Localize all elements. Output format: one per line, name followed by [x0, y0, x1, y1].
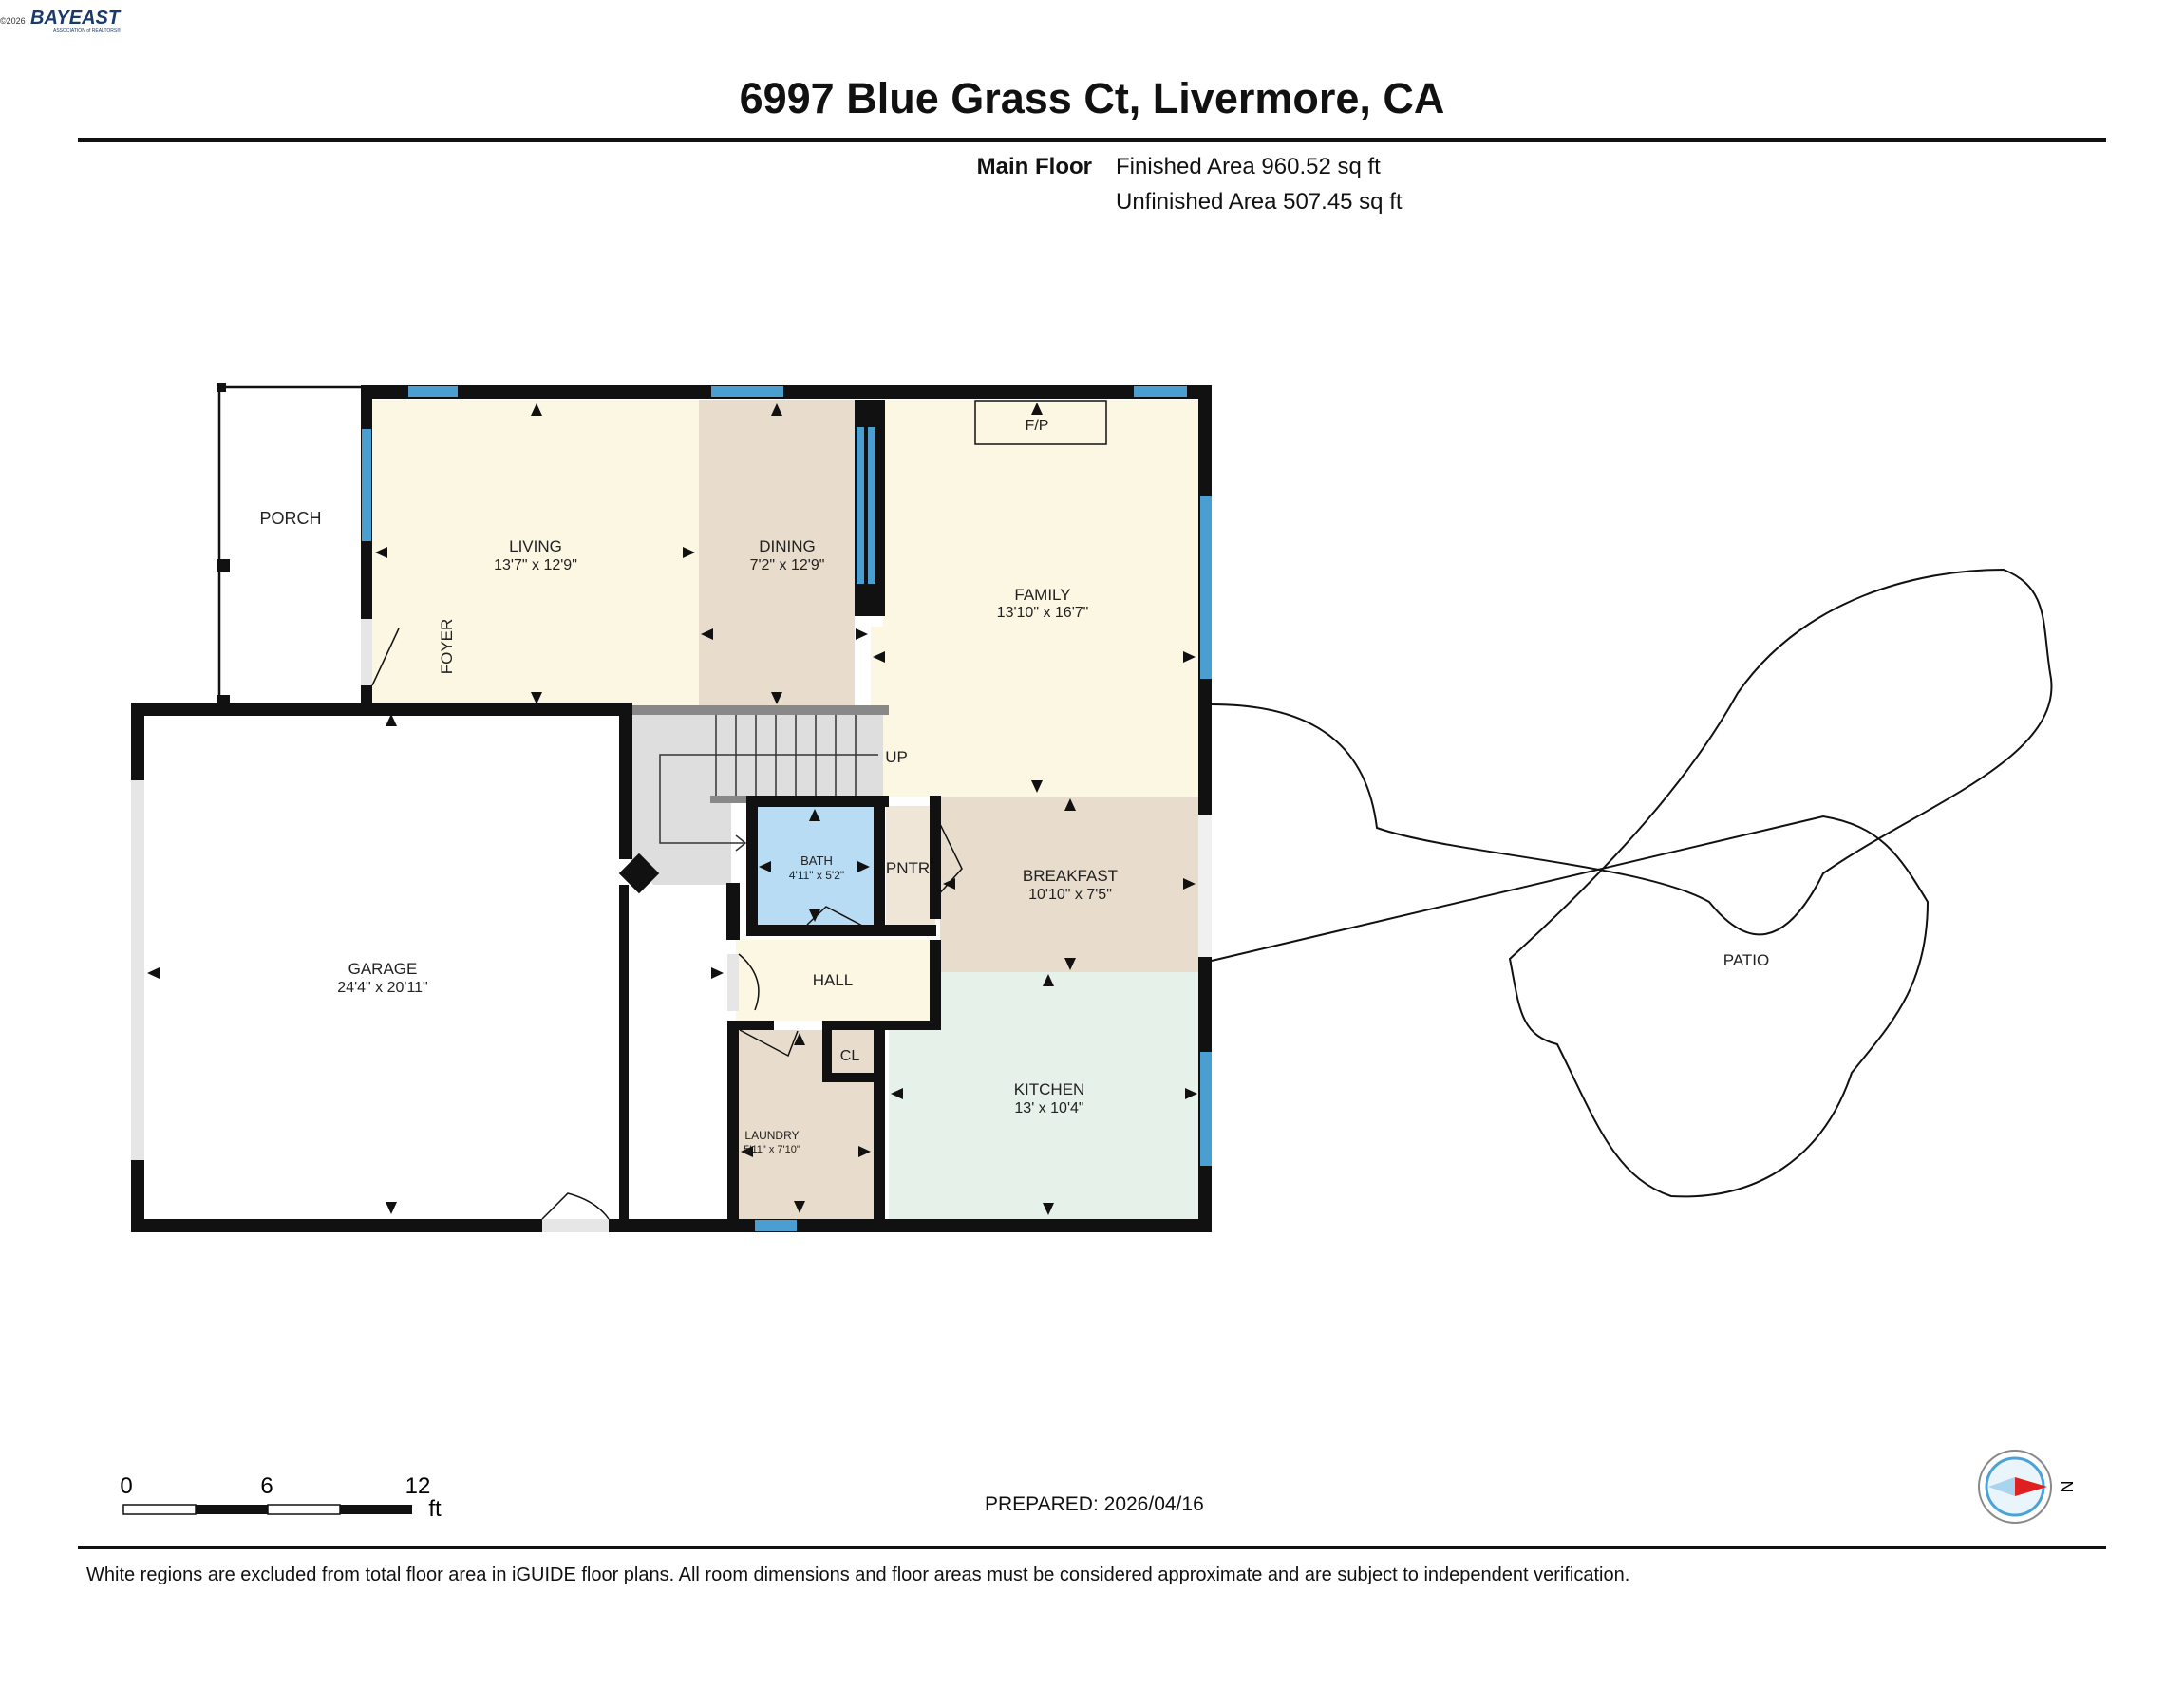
patio-label: PATIO [1723, 951, 1770, 969]
compass-icon: N [1978, 1450, 2076, 1524]
bath-dims: 4'11" x 5'2" [789, 869, 844, 882]
bayeast-logo: ©2026 BAYEAST ASSOCIATION of REALTORS® [0, 8, 122, 34]
scale-tick-12: 12 [405, 1473, 431, 1499]
dining-label: DINING [759, 537, 816, 555]
laundry-dims: 5'11" x 7'10" [744, 1144, 800, 1155]
closet-label: CL [840, 1048, 860, 1064]
hall-label: HALL [813, 971, 854, 989]
kitchen-label: KITCHEN [1014, 1080, 1085, 1098]
finished-area: Finished Area 960.52 sq ft [1116, 154, 1381, 179]
dining-dims: 7'2" x 12'9" [750, 557, 825, 573]
laundry-label: LAUNDRY [744, 1129, 799, 1142]
logo-text: BAYEAST [30, 8, 122, 28]
pantry-fill [886, 806, 935, 927]
title-rule [78, 138, 2106, 142]
family-fill [883, 400, 1201, 797]
patio-outline [1211, 568, 2053, 1198]
prepared-date: PREPARED: 2026/04/16 [985, 1493, 1204, 1515]
breakfast-label: BREAKFAST [1023, 867, 1118, 885]
page-title: 6997 Blue Grass Ct, Livermore, CA [739, 74, 1445, 122]
porch [217, 385, 368, 707]
dining-fill [699, 400, 855, 707]
breakfast-dims: 10'10" x 7'5" [1028, 887, 1112, 903]
room-fills [368, 400, 1201, 1220]
living-fill [368, 400, 699, 707]
foyer-label: FOYER [438, 619, 456, 675]
windows [362, 386, 1212, 1231]
stairs-label: UP [885, 748, 908, 766]
family-label: FAMILY [1014, 586, 1070, 604]
hall-fill [736, 940, 935, 1021]
copyright-text: ©2026 [0, 16, 26, 26]
scale-unit: ft [428, 1496, 442, 1522]
stairs-fill [631, 707, 883, 885]
bath-label: BATH [800, 853, 833, 868]
footer-disclaimer: White regions are excluded from total fl… [86, 1565, 1630, 1585]
living-dims: 13'7" x 12'9" [494, 557, 577, 573]
footer-rule [78, 1546, 2106, 1549]
kitchen-dims: 13' x 10'4" [1014, 1100, 1083, 1116]
room-labels: PORCH LIVING 13'7" x 12'9" DINING 7'2" x… [259, 418, 1769, 1155]
dimension-arrows [147, 403, 1197, 1215]
logo-subtext: ASSOCIATION of REALTORS® [53, 28, 121, 34]
garage-dims: 24'4" x 20'11" [337, 980, 427, 996]
unfinished-area: Unfinished Area 507.45 sq ft [1116, 189, 1403, 215]
fireplace-box [974, 400, 1107, 445]
doors [131, 619, 1212, 1232]
garage-label: GARAGE [348, 960, 418, 978]
porch-label: PORCH [259, 509, 321, 528]
bath-fill [755, 806, 874, 927]
floor-label: Main Floor [976, 154, 1092, 179]
fireplace-label: F/P [1026, 418, 1049, 434]
compass-label: N [2057, 1481, 2076, 1493]
scale-tick-0: 0 [120, 1473, 132, 1499]
living-label: LIVING [509, 537, 562, 555]
breakfast-fill [940, 797, 1201, 972]
pantry-label: PNTR [886, 859, 930, 877]
scale-tick-6: 6 [260, 1473, 273, 1499]
scale-bar: 0 6 12 ft [120, 1473, 442, 1522]
laundry-fill [736, 1030, 874, 1220]
family-fill-ext [871, 627, 909, 707]
family-dims: 13'10" x 16'7" [997, 605, 1089, 621]
